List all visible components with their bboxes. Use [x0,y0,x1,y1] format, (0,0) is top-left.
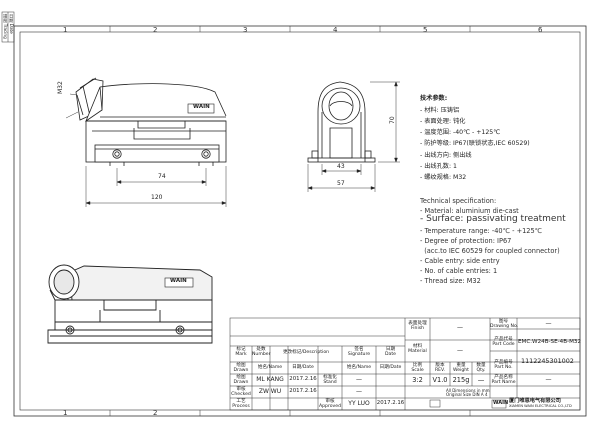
side-view [307,81,376,163]
company-name-en: XIAMEN WAIN ELECTRICAL CO.,LTD [509,404,572,408]
zone-top-5: 5 [423,26,428,34]
tb-checked-name: ZW WU [258,388,282,395]
spec-en-line-4: - Degree of protection: IP67 [420,237,512,245]
tb-weight-val: 215g [452,376,470,384]
spec-cn-line-1: - 材料: 压铸铝 [420,107,460,114]
front-dimensions [65,93,227,207]
tb-rev-lbl: 版本 REV. [434,363,446,373]
tb-change: 更改标记/Description [282,350,330,355]
zone-top-3: 3 [243,26,248,34]
tb-process-val: — [356,388,362,395]
tb-name-hdr: 姓名/Name [257,365,283,370]
side-dimensions [307,81,400,192]
tb-material-val: — [457,347,463,354]
tb-stand-val: — [356,376,362,383]
title-block-grid [229,317,581,411]
tb-date2-hdr: 日期/Date [379,365,402,370]
tb-scale-lbl: 比例 Scale [411,363,424,373]
dim-74: 74 [158,173,166,180]
tb-checked-lbl: 审核 Checked [231,387,251,397]
spec-cn-line-7: - 螺纹规格: M32 [420,174,467,181]
spec-en-line-5: (acc.to IEC 60529 for coupled connector) [420,247,560,255]
tb-number: 处数 Number [252,347,271,357]
tb-process-lbl: 工艺 Process [232,399,250,409]
label-plate-text-front: WAIN [193,104,210,110]
tb-drawn-name: ML KANG [256,376,284,383]
spec-en-title: Technical specification: [420,197,497,205]
dim-57: 57 [337,180,345,187]
tb-material-lbl: 材料 Material [408,344,427,354]
label-plate-front [187,103,215,114]
tb-weight-lbl: 重量 Weight [452,363,469,373]
side-block-cn: 描图 Tracing [3,14,9,39]
spec-en-line-2: - Surface: passivating treatment [420,214,566,224]
tb-approved-date: 2017.2.16 [376,400,405,406]
tb-part-name-lbl: 产品名称 Part Name [491,375,516,385]
tb-part-no-lbl: 产品编号 Part No. [494,360,513,370]
tb-rev-val: V1.0 [432,376,448,384]
tb-part-no-val: 1112245301002 [521,357,574,365]
zone-top-6: 6 [538,26,543,34]
spec-cn-line-4: - 防护等级: IP67(联锁状态,IEC 60529) [420,140,530,147]
spec-en-line-6: - Cable entry: side entry [420,257,500,265]
zone-top-2: 2 [153,26,158,34]
tb-part-name-val: — [545,376,552,383]
tb-approved-name: YY LUO [348,400,370,407]
tb-date: 日期 Date [385,347,396,357]
dim-43: 43 [337,163,345,170]
tb-name2-hdr: 姓名/Name [346,365,372,370]
tb-surface-val: — [457,324,463,331]
outer-frame [13,25,587,417]
dim-120: 120 [151,194,163,201]
spec-cn-line-5: - 出线方向: 侧出线 [420,152,472,159]
zone-bottom-1: 1 [63,409,68,417]
spec-en-line-3: - Temperature range: -40℃ - +125℃ [420,227,543,235]
label-plate-iso [164,277,194,288]
spec-cn-line-2: - 表面处理: 钝化 [420,118,466,125]
tb-approved-lbl: 审核 Approved [318,399,342,409]
zone-top-1: 1 [63,26,68,34]
spec-cn-title: 技术参数: [420,95,448,102]
tb-qty-lbl: 数量 Qty. [476,363,486,373]
company-logo: WAIN [493,400,509,406]
zone-bottom-2: 2 [153,409,158,417]
side-block-date: 日期 Date [9,14,15,34]
tb-part-code-lbl: 产品代号 Part Code [492,337,515,347]
spec-en-line-1: - Material: aluminium die-cast [420,207,519,215]
spec-en-line-7: - No. of cable entries: 1 [420,267,498,275]
isometric-view [47,264,213,344]
tb-drawn-lbl-2: 绘图 Drawn [233,375,249,385]
tb-drawn-date: 2017.2.16 [289,376,317,382]
label-plate-text-iso: WAIN [170,278,187,284]
tb-scale-val: 3:2 [412,376,423,384]
front-view [75,77,227,166]
tb-date-hdr: 日期/Date [292,365,314,370]
tb-surface-lbl: 表面处理 Finish [408,321,427,331]
zone-ticks [109,26,471,416]
tb-signature: 签名 Signature [347,347,371,357]
dim-m32: M32 [57,81,64,94]
tb-qty-val: — [477,376,485,384]
tb-checked-date: 2017.2.16 [289,388,317,394]
tb-drawing-no-val: — [545,320,552,327]
side-registration-block [1,11,15,43]
company-name-cn: 厦门唯恩电气有限公司 [509,398,561,404]
dim-70: 70 [389,116,396,124]
spec-cn-line-3: - 温度范围: -40℃ - +125℃ [420,129,501,136]
spec-en-line-8: - Thread size: M32 [420,277,481,285]
tb-drawing-no-lbl: 图号 Drawing No. [490,319,519,329]
zone-top-4: 4 [333,26,338,34]
tb-part-code-val: EMC.W24B-SE-4B-M32 [518,339,582,345]
spec-cn-line-6: - 出线孔数: 1 [420,163,457,170]
tb-drawn-lbl: 绘图 Drawn [233,363,249,373]
tb-mark: 标记 Mark [235,347,247,357]
tb-units-note: All Dimensions in mm Original Size DIN A… [446,388,490,397]
tb-stand-lbl: 标准化 Stand [323,375,337,385]
